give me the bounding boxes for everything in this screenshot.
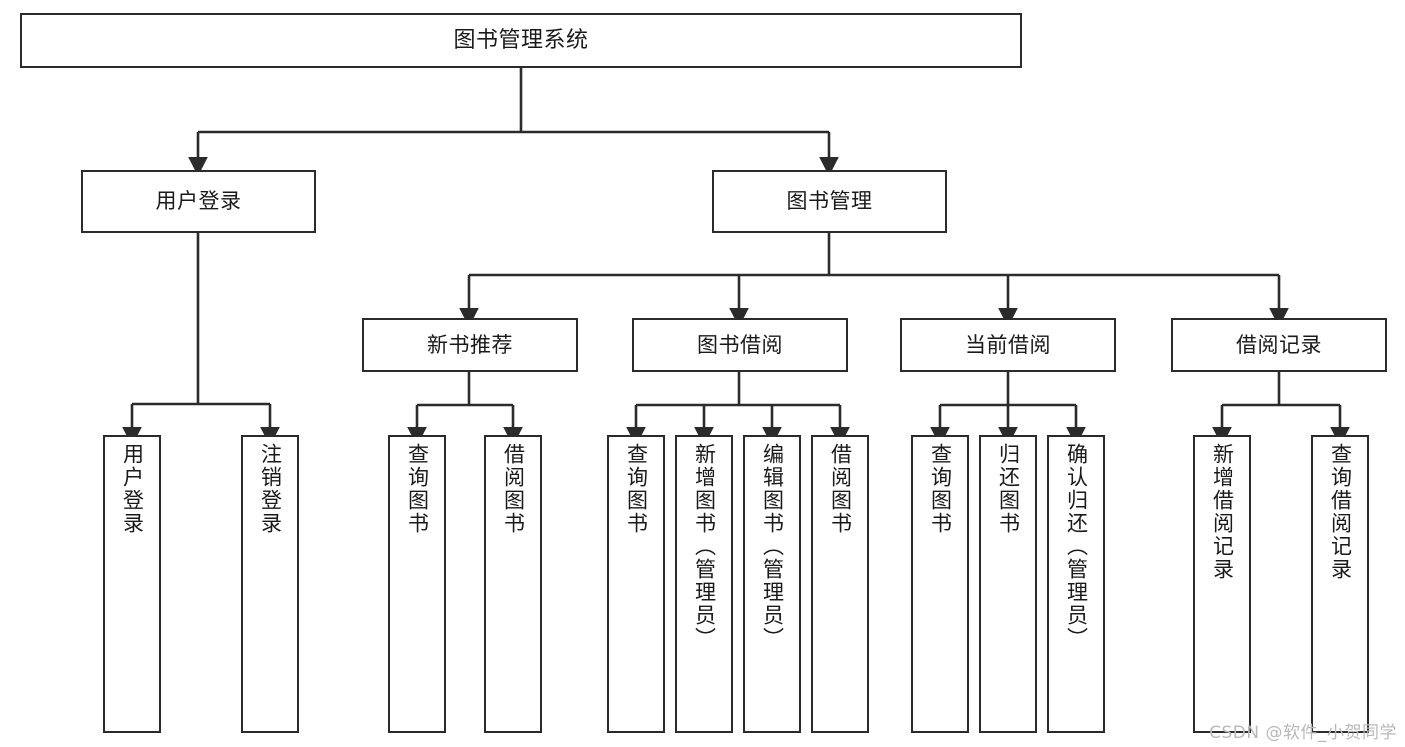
leaf-user-login-logout[interactable]: 注销登录 bbox=[241, 435, 299, 733]
node-label: 查询图书 bbox=[928, 443, 953, 535]
node-label: 借阅图书 bbox=[501, 443, 526, 535]
leaf-borrow-query-book[interactable]: 查询图书 bbox=[607, 435, 665, 733]
leaf-borrow-add-book-admin[interactable]: 新增图书（管理员） bbox=[675, 435, 733, 733]
node-borrow-records[interactable]: 借阅记录 bbox=[1171, 318, 1387, 372]
node-label: 当前借阅 bbox=[965, 332, 1051, 357]
node-label: 新增图书（管理员） bbox=[692, 443, 717, 650]
node-label: 编辑图书（管理员） bbox=[760, 443, 785, 650]
node-current-borrow[interactable]: 当前借阅 bbox=[900, 318, 1116, 372]
node-label: 借阅图书 bbox=[828, 443, 853, 535]
node-label: 新书推荐 bbox=[427, 332, 513, 357]
leaf-borrow-edit-book-admin[interactable]: 编辑图书（管理员） bbox=[743, 435, 801, 733]
leaf-new-book-query[interactable]: 查询图书 bbox=[388, 435, 446, 733]
node-new-book-recommend[interactable]: 新书推荐 bbox=[362, 318, 578, 372]
node-root-system[interactable]: 图书管理系统 bbox=[20, 13, 1022, 68]
leaf-records-query-record[interactable]: 查询借阅记录 bbox=[1311, 435, 1369, 733]
node-label: 图书管理 bbox=[786, 189, 873, 214]
leaf-current-confirm-return-admin[interactable]: 确认归还（管理员） bbox=[1047, 435, 1105, 733]
node-label: 注销登录 bbox=[258, 443, 283, 535]
node-label: 图书管理系统 bbox=[453, 27, 589, 53]
leaf-current-return-book[interactable]: 归还图书 bbox=[979, 435, 1037, 733]
node-label: 图书借阅 bbox=[697, 332, 783, 357]
leaf-user-login-login[interactable]: 用户登录 bbox=[103, 435, 161, 733]
node-label: 确认归还（管理员） bbox=[1064, 443, 1089, 650]
node-label: 用户登录 bbox=[120, 443, 145, 535]
leaf-current-query-book[interactable]: 查询图书 bbox=[911, 435, 969, 733]
node-label: 归还图书 bbox=[996, 443, 1021, 535]
node-label: 查询图书 bbox=[405, 443, 430, 535]
node-user-login[interactable]: 用户登录 bbox=[81, 170, 316, 233]
node-label: 用户登录 bbox=[155, 189, 242, 214]
node-label: 查询借阅记录 bbox=[1328, 443, 1353, 581]
node-label: 查询图书 bbox=[624, 443, 649, 535]
leaf-borrow-borrow-book[interactable]: 借阅图书 bbox=[811, 435, 869, 733]
node-book-management[interactable]: 图书管理 bbox=[712, 170, 947, 233]
node-label: 新增借阅记录 bbox=[1210, 443, 1235, 581]
node-label: 借阅记录 bbox=[1236, 332, 1322, 357]
leaf-records-add-record[interactable]: 新增借阅记录 bbox=[1193, 435, 1251, 733]
leaf-new-book-borrow[interactable]: 借阅图书 bbox=[484, 435, 542, 733]
node-book-borrow[interactable]: 图书借阅 bbox=[632, 318, 848, 372]
